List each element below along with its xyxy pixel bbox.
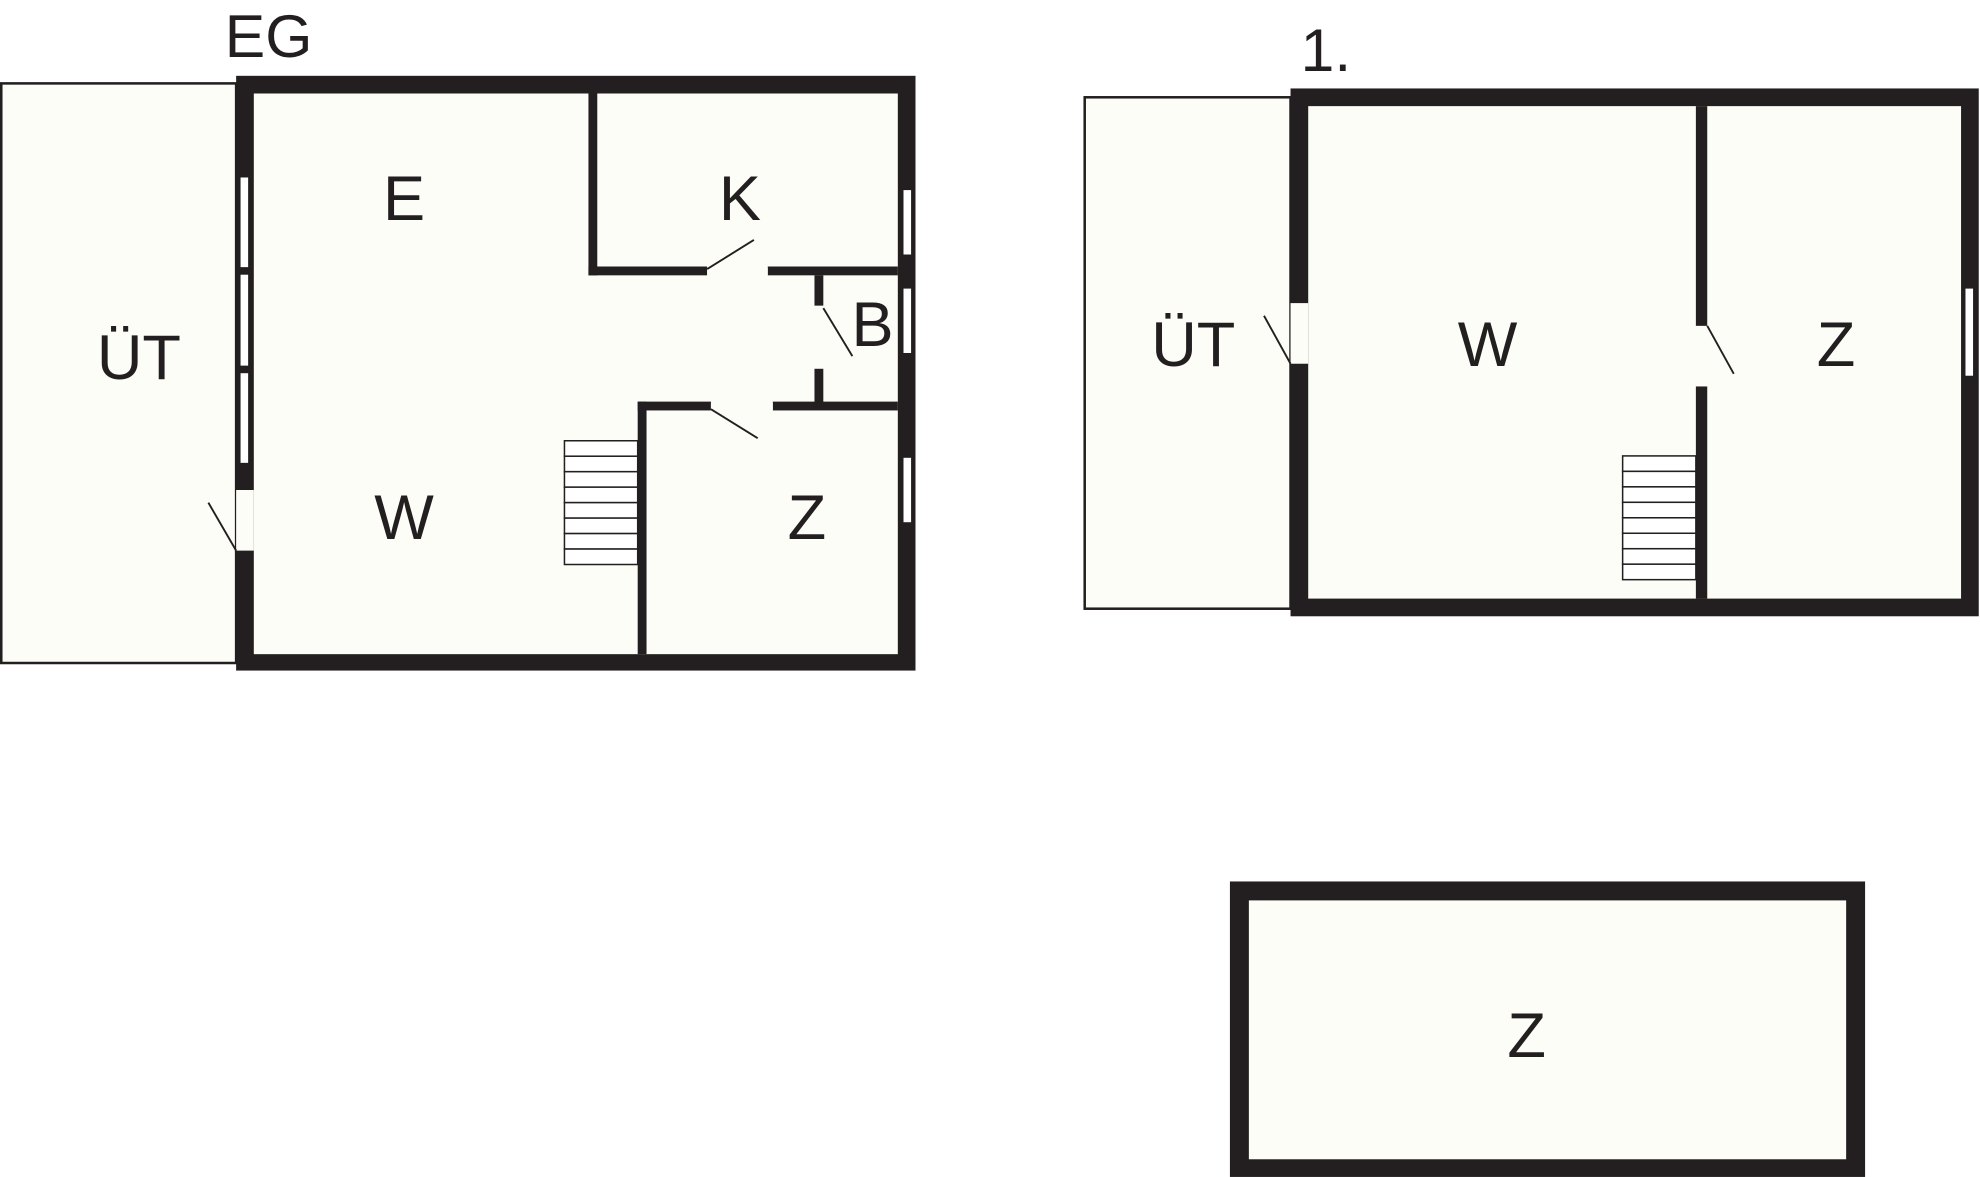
room-label: W: [374, 483, 434, 553]
stair-step: [563, 486, 639, 504]
stair-step: [1621, 517, 1697, 535]
stairs: [1621, 455, 1697, 581]
window: [902, 456, 913, 524]
wall: [588, 93, 598, 276]
terrace-area: [0, 82, 238, 665]
stair-step: [563, 470, 639, 488]
room-label: K: [719, 164, 761, 234]
room-label: Z: [1817, 310, 1856, 380]
door-swing: [1706, 325, 1735, 375]
first-floor-plan: 1. ÜT W Z: [1083, 16, 1979, 617]
door-terrace: [236, 490, 254, 551]
stair-step: [563, 532, 639, 550]
stair-step: [1621, 563, 1697, 581]
stair-step: [563, 517, 639, 535]
room-label: Z: [788, 483, 827, 553]
floor-title: EG: [225, 2, 313, 70]
room-label: B: [852, 290, 894, 360]
door-terrace: [1290, 303, 1309, 364]
interior-floor: [253, 93, 898, 655]
stair-step: [563, 455, 639, 473]
stairs: [563, 439, 639, 566]
room-label: ÜT: [1151, 310, 1235, 380]
stair-step: [1621, 501, 1697, 519]
wall: [772, 401, 898, 411]
room-label: W: [1458, 310, 1518, 380]
stair-step: [1621, 547, 1697, 565]
window: [902, 287, 913, 355]
window: [902, 188, 913, 256]
ground-floor-plan: EG ÜT E K B W Z: [0, 2, 916, 671]
wall: [767, 266, 898, 276]
room-label: ÜT: [97, 323, 181, 393]
door-swing: [207, 502, 237, 552]
stair-step: [563, 501, 639, 519]
window: [239, 273, 250, 367]
window: [239, 176, 250, 269]
wall: [588, 266, 708, 276]
door-swing: [822, 307, 854, 357]
wall: [637, 401, 647, 655]
floor-title: 1.: [1301, 16, 1352, 84]
stair-step: [1621, 486, 1697, 504]
window: [1964, 287, 1975, 377]
door-bedroom: [710, 402, 773, 411]
door-swing: [706, 239, 755, 270]
stair-step: [563, 439, 639, 457]
stair-step: [1621, 470, 1697, 488]
interior-floor: [1248, 900, 1847, 1160]
stair-step: [1621, 532, 1697, 550]
stair-step: [563, 548, 639, 566]
wall: [814, 275, 824, 306]
terrace-area: [1083, 96, 1292, 610]
wall: [637, 401, 711, 411]
door-kitchen: [707, 267, 768, 276]
wall: [814, 368, 824, 407]
wall: [1695, 386, 1708, 599]
room-label: Z: [1507, 1001, 1546, 1071]
annex-plan: Z: [1229, 881, 1866, 1177]
door-swing: [1263, 315, 1292, 365]
door-swing: [710, 408, 759, 440]
window: [239, 371, 250, 465]
stair-step: [1621, 455, 1697, 473]
room-label: E: [383, 164, 425, 234]
wall: [1695, 106, 1708, 326]
